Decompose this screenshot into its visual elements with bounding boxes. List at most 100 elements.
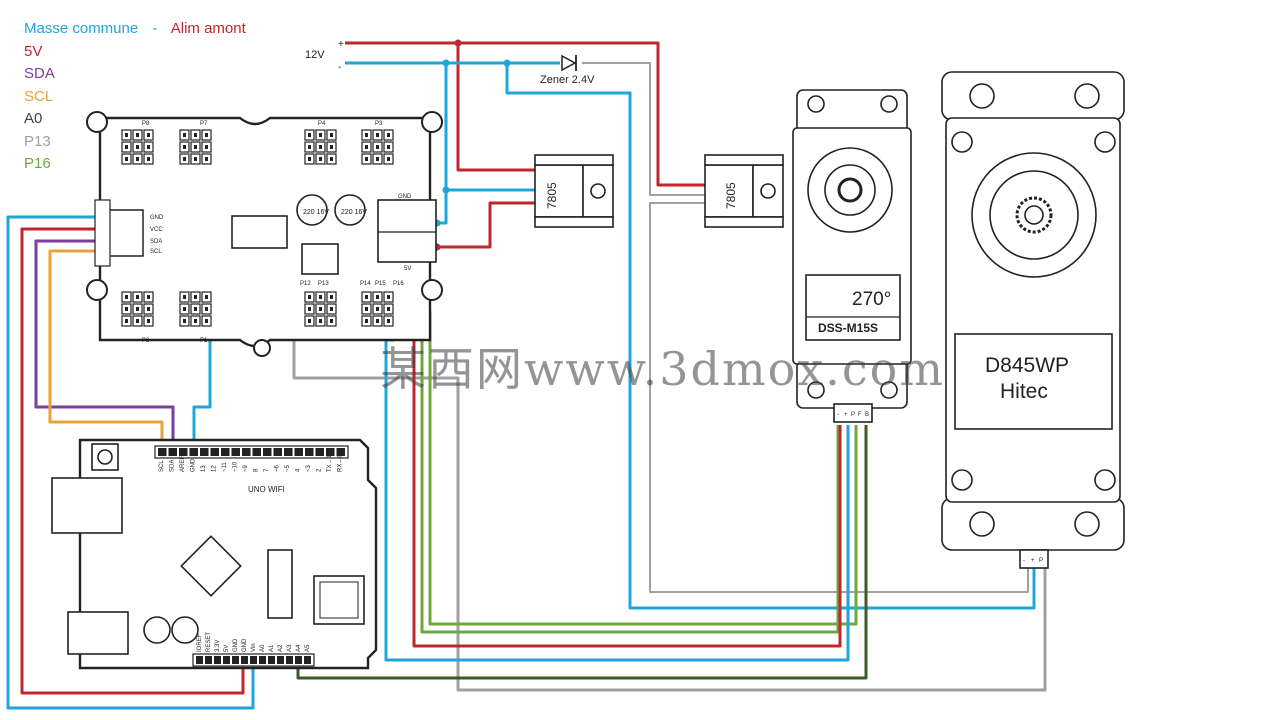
header-pin-core — [205, 145, 208, 149]
regulator-fins — [534, 216, 614, 228]
ic-strip — [267, 549, 293, 619]
servo-label-plate — [805, 274, 901, 341]
header-socket — [189, 448, 198, 456]
legend-masse: Masse commune — [24, 20, 139, 37]
junction-dot — [442, 59, 450, 67]
header-socket — [242, 448, 251, 456]
i2c-label-sda: SDA — [150, 239, 162, 245]
supply-minus: - — [338, 62, 341, 73]
header-pin-core — [376, 145, 379, 149]
header-pin-label: 5V — [224, 645, 230, 652]
header-pin-label: A4 — [296, 644, 302, 652]
header-pin-label: ~3 — [306, 464, 312, 472]
header-socket — [263, 448, 272, 456]
header-pin-label: 12 — [212, 465, 218, 472]
header-pin-core — [330, 319, 333, 323]
wire-12v-plus — [345, 41, 705, 187]
header-pin-core — [147, 307, 150, 311]
header-socket — [305, 448, 314, 456]
header-pin-core — [136, 307, 139, 311]
header-socket — [315, 448, 324, 456]
header-pin-core — [194, 319, 197, 323]
reset-button-cap — [97, 449, 113, 465]
legend-sda: SDA — [24, 65, 55, 82]
header-pin-core — [330, 307, 333, 311]
header-pin-core — [183, 133, 186, 137]
header-socket — [241, 656, 248, 664]
capacitor — [296, 194, 328, 226]
servo-mount-hole — [807, 95, 825, 113]
header-socket — [158, 448, 167, 456]
supply-plus: + — [338, 39, 344, 50]
servo-model: D845WP — [985, 354, 1069, 377]
header-pin-core — [387, 157, 390, 161]
legend-sep: - — [152, 20, 158, 37]
header-pin-core — [183, 295, 186, 299]
servo-pin-4: F — [858, 412, 862, 418]
port-label: P16 — [393, 281, 404, 287]
header-pin-label: 7 — [264, 468, 270, 472]
header-pin-label: RX←0 — [338, 454, 344, 472]
wire-zener-out — [582, 62, 705, 196]
header-pin-core — [125, 145, 128, 149]
capacitor-label: 220 16V — [341, 209, 367, 216]
header-pin-core — [205, 295, 208, 299]
mount-hole — [86, 111, 108, 133]
regulator-fins — [704, 216, 784, 228]
header-frame — [154, 445, 349, 459]
header-pin-core — [319, 295, 322, 299]
regulator-label: 7805 — [545, 182, 559, 209]
capacitor — [334, 194, 366, 226]
header-pin-core — [147, 295, 150, 299]
header-socket — [210, 448, 219, 456]
header-pin-core — [376, 319, 379, 323]
legend-alim: Alim amont — [170, 20, 246, 37]
supply-12v: 12V + - — [305, 39, 344, 73]
header-socket — [304, 656, 311, 664]
header-socket — [294, 448, 303, 456]
servo-d845wp: D845WP Hitec - + P — [941, 71, 1125, 569]
header-pin-core — [330, 295, 333, 299]
capacitor — [171, 616, 199, 644]
header-pin-core — [136, 319, 139, 323]
header-pin-core — [387, 319, 390, 323]
mount-hole — [86, 279, 108, 301]
servo-pin-3: P — [851, 412, 855, 418]
power-jack — [67, 611, 129, 655]
wire-masse-i2c — [6, 215, 255, 710]
header-socket — [336, 448, 345, 456]
servo-corner-screw — [1094, 469, 1116, 491]
header-pin-core — [194, 157, 197, 161]
regulator-2: 7805 — [704, 154, 784, 228]
header-pin-core — [205, 319, 208, 323]
mcu-chip — [180, 535, 242, 597]
header-socket — [284, 448, 293, 456]
header-pin-label: 3.3V — [215, 640, 221, 652]
header-pin-core — [136, 157, 139, 161]
header-pin-core — [365, 307, 368, 311]
header-pin-label: ~11 — [222, 462, 228, 472]
header-pin-core — [387, 307, 390, 311]
header-pin-core — [147, 145, 150, 149]
header-socket — [295, 656, 302, 664]
header-pin-label: SDA — [170, 460, 176, 472]
port-label: P3 — [375, 121, 383, 127]
servo-mount-hole — [1074, 83, 1100, 109]
zener-label: Zener 2.4V — [540, 74, 595, 86]
header-pin-core — [147, 157, 150, 161]
regulator-chip — [301, 243, 339, 275]
header-pin-core — [205, 133, 208, 137]
servo-mount-hole — [1074, 511, 1100, 537]
header-socket — [200, 448, 209, 456]
header-socket — [268, 656, 275, 664]
legend-header: Masse commune - Alim amont — [24, 18, 246, 41]
header-pin-core — [308, 319, 311, 323]
header-pin-core — [136, 145, 139, 149]
header-pin-core — [376, 295, 379, 299]
header-socket — [326, 448, 335, 456]
i2c-connector-shroud — [94, 199, 111, 267]
header-pin-label: A2 — [278, 644, 284, 652]
header-pin-core — [194, 295, 197, 299]
